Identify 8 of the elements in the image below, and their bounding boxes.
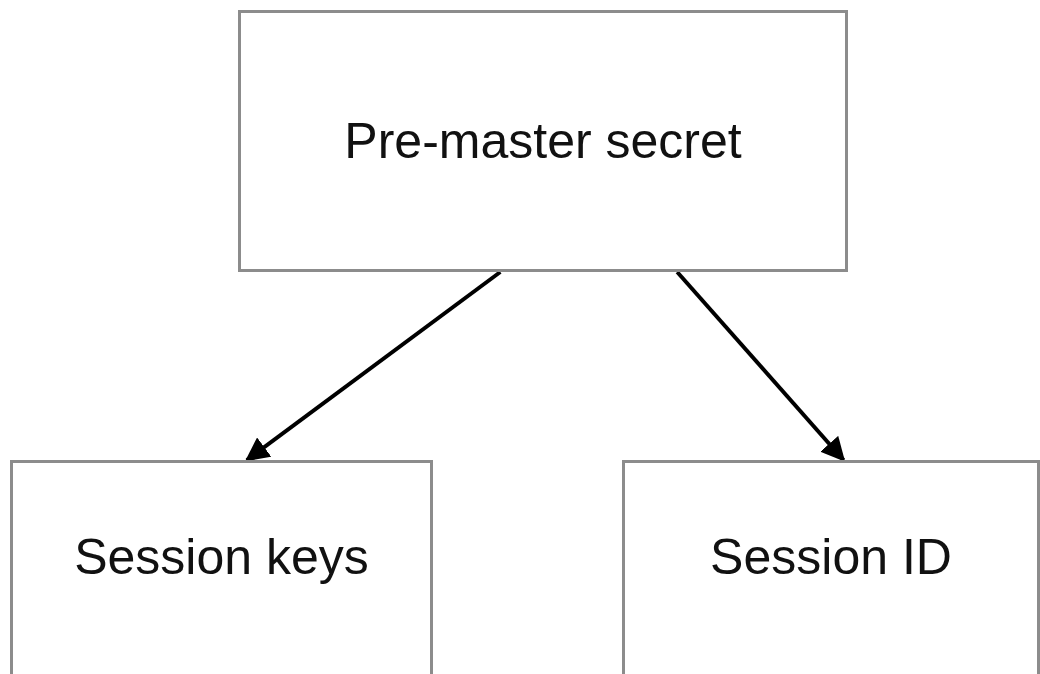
process-box [622,460,1040,674]
arrow [675,270,846,462]
process-box [10,460,433,674]
box-label: Session keys [74,527,369,586]
box-label: Session ID [710,527,952,586]
process-box [238,10,848,272]
box-label: Pre-master secret [344,112,742,170]
arrow [244,270,502,462]
